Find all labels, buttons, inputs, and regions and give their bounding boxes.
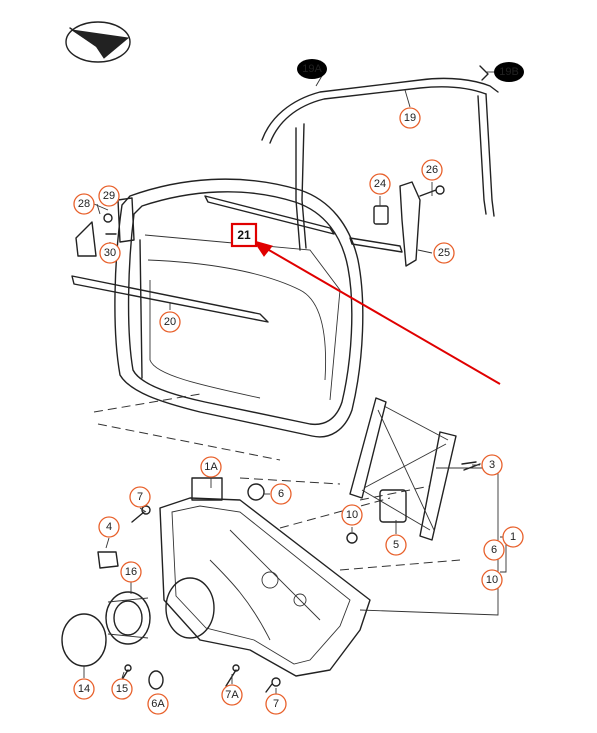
callout-14: 14 (73, 678, 95, 700)
svg-text:19: 19 (404, 112, 416, 124)
compass-arrow-logo-icon (65, 21, 131, 63)
svg-text:19A: 19A (302, 63, 322, 75)
callout-19: 19 (399, 107, 421, 129)
callout-7A: 7A (221, 684, 243, 706)
svg-text:20: 20 (164, 316, 176, 328)
callout-20: 20 (159, 311, 181, 333)
hinge-parts (75, 197, 135, 257)
svg-text:4: 4 (106, 521, 112, 533)
svg-text:10: 10 (346, 509, 358, 521)
svg-text:16: 16 (125, 566, 137, 578)
fasteners (97, 65, 489, 693)
callout-3: 3 (481, 454, 503, 476)
callout-25: 25 (433, 242, 455, 264)
callout-6A: 6A (147, 693, 169, 715)
callout-16: 16 (120, 561, 142, 583)
svg-text:19B: 19B (499, 66, 519, 78)
callout-30: 30 (99, 242, 121, 264)
svg-text:3: 3 (489, 459, 495, 471)
mirror-trim (373, 181, 437, 267)
alignment-lines (93, 393, 461, 571)
callout-19B: 19B (494, 62, 524, 82)
svg-text:6: 6 (491, 544, 497, 556)
callout-4: 4 (98, 516, 120, 538)
callout-10-mid: 10 (341, 504, 363, 526)
highlight-arrow (252, 240, 501, 385)
window-channel (261, 77, 499, 251)
svg-text:24: 24 (374, 178, 386, 190)
callout-7-bottom: 7 (265, 693, 287, 715)
svg-text:1: 1 (510, 531, 516, 543)
callout-15: 15 (111, 678, 133, 700)
svg-text:28: 28 (78, 198, 90, 210)
svg-text:26: 26 (426, 164, 438, 176)
callout-6-top: 6 (270, 483, 292, 505)
window-regulator (349, 397, 499, 616)
svg-text:29: 29 (103, 190, 115, 202)
seal-strips (71, 195, 403, 323)
svg-text:7: 7 (273, 698, 279, 710)
callout-28: 28 (73, 193, 95, 215)
callout-1: 1 (502, 526, 524, 548)
svg-text:10: 10 (486, 574, 498, 586)
callout-1A: 1A (200, 456, 222, 478)
callout-26: 26 (421, 159, 443, 181)
svg-text:21: 21 (237, 228, 251, 242)
svg-text:6: 6 (278, 488, 284, 500)
svg-text:5: 5 (393, 539, 399, 551)
callout-19A: 19A (297, 59, 327, 79)
svg-text:14: 14 (78, 683, 90, 695)
callout-24: 24 (369, 173, 391, 195)
callout-21-highlighted: 21 (230, 222, 258, 248)
svg-text:7A: 7A (225, 689, 239, 701)
callout-5: 5 (385, 534, 407, 556)
svg-text:25: 25 (438, 247, 450, 259)
door-shell (114, 178, 364, 438)
door-module-carrier (159, 477, 371, 677)
svg-text:7: 7 (137, 491, 143, 503)
svg-text:30: 30 (104, 247, 116, 259)
speaker (61, 577, 215, 667)
leader-lines (83, 68, 507, 694)
svg-text:1A: 1A (204, 461, 218, 473)
callout-10-right: 10 (481, 569, 503, 591)
svg-text:6A: 6A (151, 698, 165, 710)
callout-7-top: 7 (129, 486, 151, 508)
callout-29: 29 (98, 185, 120, 207)
svg-text:15: 15 (116, 683, 128, 695)
callout-6-right: 6 (483, 539, 505, 561)
